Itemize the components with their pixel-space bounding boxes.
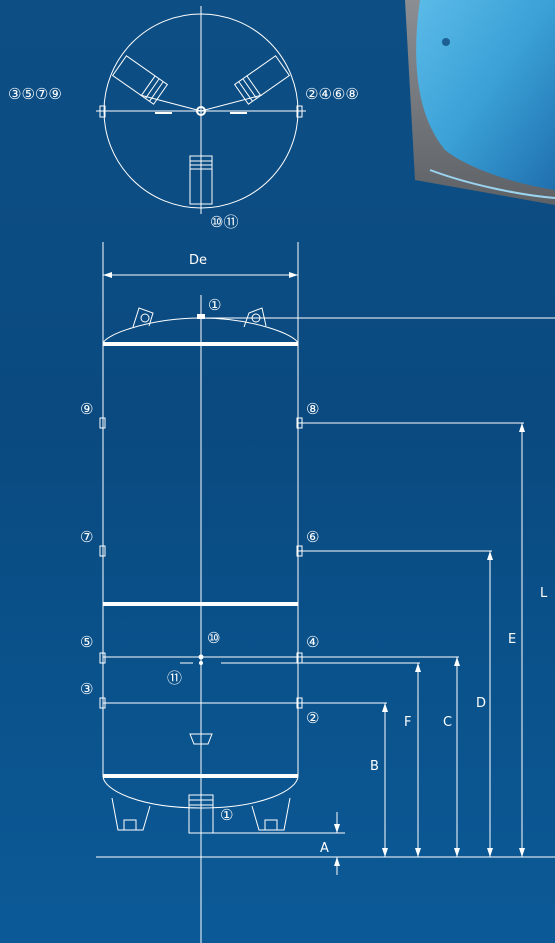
port-7-label: ⑦ bbox=[80, 528, 93, 546]
top-right-lifting-lug bbox=[233, 55, 291, 105]
port-6-label: ⑥ bbox=[306, 528, 319, 546]
port-4-label: ④ bbox=[306, 633, 319, 651]
dim-L-label: L bbox=[540, 586, 548, 601]
port-3-label: ③ bbox=[80, 680, 93, 698]
port-1-bottom-label: ① bbox=[220, 806, 233, 824]
port-9-label: ⑨ bbox=[80, 400, 93, 418]
dim-D-label: D bbox=[476, 696, 486, 711]
port-2-label: ② bbox=[306, 709, 319, 727]
side-view-tank: ① ① ⑨ ⑧ ⑦ ⑥ ⑤ ④ ③ ② bbox=[80, 295, 319, 943]
port-8-label: ⑧ bbox=[306, 400, 319, 418]
diameter-dimension: De bbox=[102, 242, 299, 348]
top-left-ports-label: ③⑤⑦⑨ bbox=[8, 85, 62, 103]
top-lug-left bbox=[132, 307, 154, 328]
dim-B-label: B bbox=[370, 759, 379, 774]
top-view: ③⑤⑦⑨ ②④⑥⑧ ⑩⑪ bbox=[8, 6, 359, 231]
dim-A-label: A bbox=[320, 841, 329, 856]
dim-E-label: E bbox=[508, 632, 516, 647]
top-right-ports-label: ②④⑥⑧ bbox=[305, 85, 359, 103]
dim-F-label: F bbox=[404, 715, 411, 730]
tank-photo bbox=[405, 0, 555, 205]
port-11-label: ⑪ bbox=[167, 669, 182, 687]
diameter-label: De bbox=[189, 253, 207, 268]
top-left-lifting-lug bbox=[111, 55, 169, 105]
manhole-cover bbox=[189, 733, 213, 745]
top-bottom-ports-label: ⑩⑪ bbox=[210, 213, 238, 231]
dim-C-label: C bbox=[443, 715, 452, 730]
port-1-top-label: ① bbox=[208, 296, 221, 314]
port-10-label: ⑩ bbox=[207, 629, 220, 647]
port-5-label: ⑤ bbox=[80, 633, 93, 651]
height-dimensions: A B C D E F L bbox=[96, 317, 555, 875]
